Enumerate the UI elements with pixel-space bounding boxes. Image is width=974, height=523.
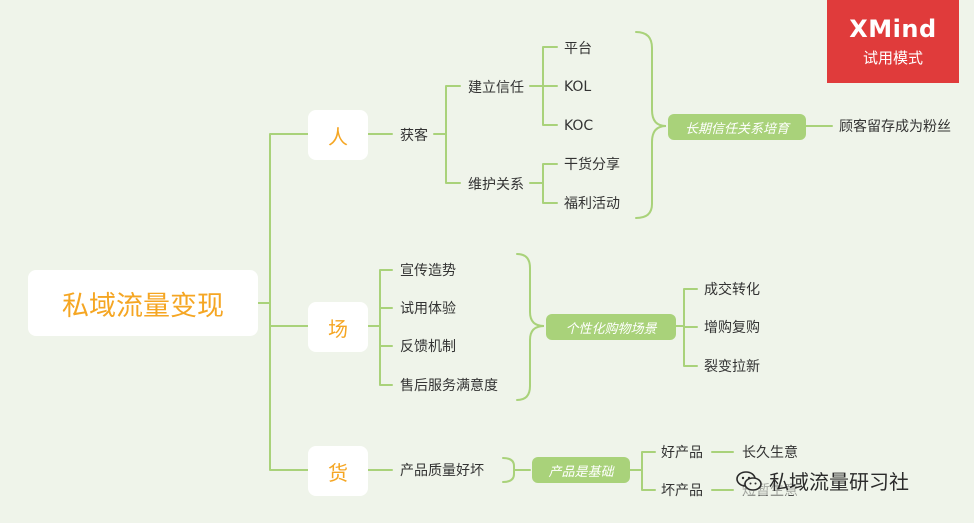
topic-weihu-guanxi: 维护关系 bbox=[468, 177, 524, 193]
leaf-huai-chanpin: 坏产品 bbox=[661, 483, 703, 499]
summary-chanpin-jichu: 产品是基础 bbox=[532, 457, 630, 483]
watermark-text: 私域流量研习社 bbox=[769, 470, 909, 494]
topic-shiyong: 试用体验 bbox=[400, 301, 456, 317]
wechat-watermark: 私域流量研习社 bbox=[735, 466, 909, 495]
topic-fankui: 反馈机制 bbox=[400, 339, 456, 355]
leaf-changjiu: 长久生意 bbox=[742, 445, 798, 461]
xmind-trial-badge: XMind 试用模式 bbox=[827, 0, 959, 83]
topic-huoke: 获客 bbox=[400, 128, 428, 144]
leaf-pingtai: 平台 bbox=[564, 41, 592, 57]
leaf-koc: KOC bbox=[564, 118, 594, 134]
summary-changqi-xinren: 长期信任关系培育 bbox=[668, 114, 806, 140]
leaf-zenggou: 增购复购 bbox=[704, 320, 760, 336]
leaf-hao-chanpin: 好产品 bbox=[661, 445, 703, 461]
branch-ren: 人 bbox=[308, 110, 368, 160]
leaf-chengjiao: 成交转化 bbox=[704, 282, 760, 298]
summary-gexinghua: 个性化购物场景 bbox=[546, 314, 676, 340]
topic-chanpin-zhiliang: 产品质量好坏 bbox=[400, 463, 484, 479]
leaf-guke-liucun: 顾客留存成为粉丝 bbox=[839, 119, 951, 135]
root-topic: 私域流量变现 bbox=[28, 270, 258, 336]
leaf-kol: KOL bbox=[564, 79, 592, 95]
topic-shouhou: 售后服务满意度 bbox=[400, 378, 498, 394]
wechat-icon bbox=[736, 470, 762, 491]
branch-huo: 货 bbox=[308, 446, 368, 496]
leaf-liebian: 裂变拉新 bbox=[704, 359, 760, 375]
topic-xuanchuan: 宣传造势 bbox=[400, 263, 456, 279]
badge-subtitle: 试用模式 bbox=[862, 49, 923, 67]
leaf-ganhuo-fenxiang: 干货分享 bbox=[564, 157, 620, 173]
topic-jianli-xinren: 建立信任 bbox=[468, 80, 524, 96]
badge-title: XMind bbox=[849, 15, 937, 43]
leaf-fuli-huodong: 福利活动 bbox=[564, 196, 620, 212]
branch-chang: 场 bbox=[308, 302, 368, 352]
